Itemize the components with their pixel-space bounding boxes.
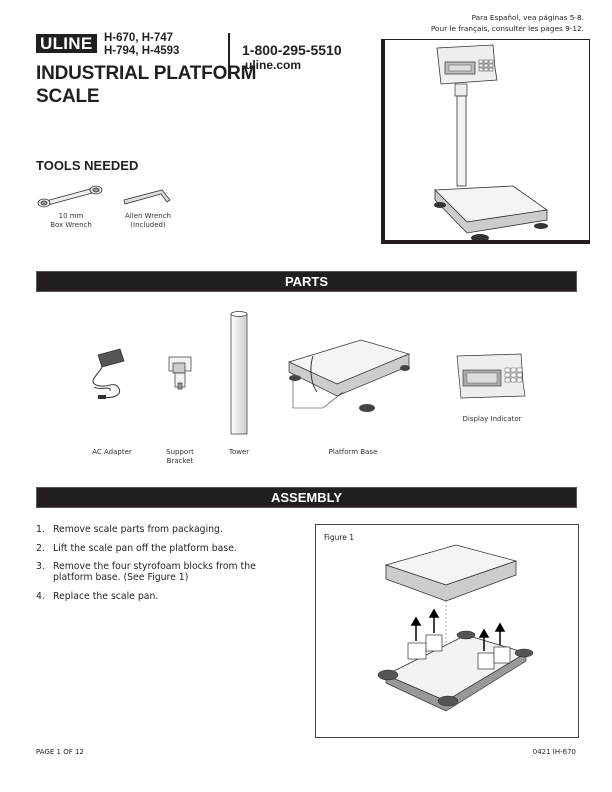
header-divider — [228, 33, 230, 79]
phone-number: 1-800-295-5510 — [242, 42, 342, 58]
tower-icon — [230, 311, 248, 435]
hero-scale-image — [381, 39, 590, 244]
styrofoam-removal-diagram-icon — [377, 544, 534, 712]
tools-heading: TOOLS NEEDED — [36, 158, 139, 173]
uline-logo: ULINE — [36, 34, 97, 53]
assembly-step: 1.Remove scale parts from packaging. — [36, 524, 223, 535]
part-label-ac-adapter: AC Adapter — [92, 448, 132, 456]
website-link[interactable]: uline.com — [245, 58, 302, 72]
assembly-heading: ASSEMBLY — [36, 487, 577, 508]
figure-1: Figure 1 — [315, 524, 579, 738]
assembly-step: 3.Remove the four styrofoam blocks from … — [36, 561, 256, 583]
ac-adapter-icon — [92, 348, 125, 399]
assembly-steps: 1.Remove scale parts from packaging. 2.L… — [36, 524, 298, 609]
model-numbers: H-670, H-747 H-794, H-4593 — [104, 32, 180, 57]
display-indicator-icon — [456, 353, 526, 399]
tool-allen-wrench: Allen Wrench (Included) — [118, 180, 178, 230]
box-wrench-icon — [37, 185, 103, 208]
page-number: PAGE 1 OF 12 — [36, 748, 84, 756]
tool-box-wrench: 10 mm Box Wrench — [36, 180, 106, 230]
platform-base-icon — [288, 339, 411, 412]
assembly-step: 4.Replace the scale pan. — [36, 590, 159, 602]
assembly-step: 2.Lift the scale pan off the platform ba… — [36, 542, 237, 554]
language-notes: Para Español, vea páginas 5-8. Pour le f… — [430, 13, 584, 33]
page-title: INDUSTRIAL PLATFORM SCALE — [36, 63, 257, 107]
figure-label: Figure 1 — [324, 533, 355, 542]
part-label-support-bracket: Support Bracket — [166, 448, 194, 465]
document-code: 0421 IH-670 — [532, 748, 576, 756]
part-label-tower: Tower — [228, 448, 250, 456]
part-label-display-indicator: Display Indicator — [462, 415, 522, 423]
part-label-platform-base: Platform Base — [328, 448, 378, 456]
support-bracket-icon — [168, 356, 192, 390]
platform-scale-icon — [434, 44, 549, 242]
parts-heading: PARTS — [36, 271, 577, 292]
allen-wrench-icon — [123, 189, 171, 205]
